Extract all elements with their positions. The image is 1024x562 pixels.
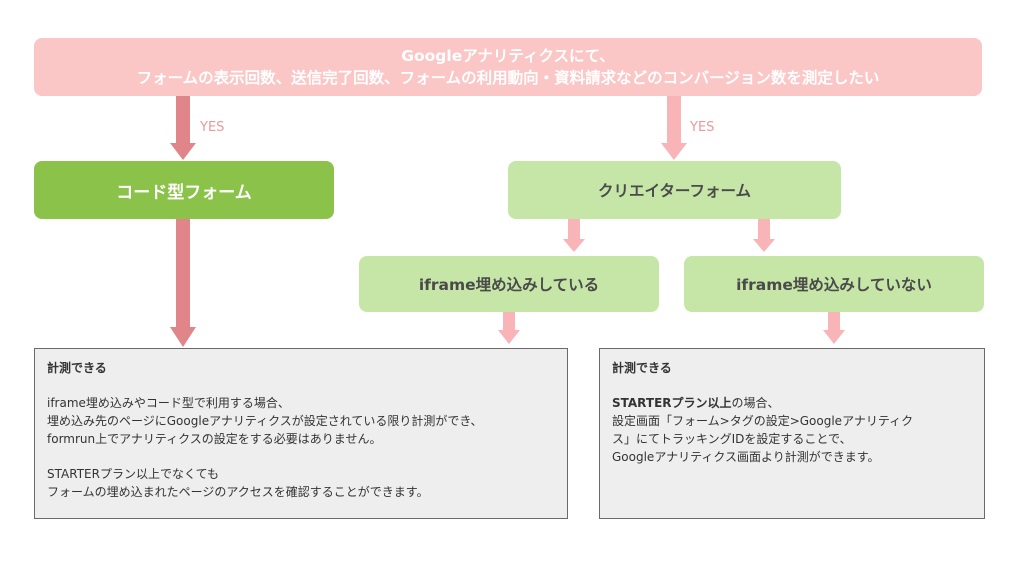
note-left-line-4: STARTERプラン以上でなくても — [47, 467, 219, 481]
arrow-iframe-yes-head — [498, 330, 520, 344]
note-right-line-3: ス」にてトラッキングIDを設定することで、 — [612, 432, 852, 446]
arrow-code-head — [170, 327, 196, 347]
note-right-line-1-rest: の場合、 — [731, 396, 780, 410]
arrow-iframe-yes-shaft — [503, 312, 515, 330]
arrow-creator-right-head — [753, 239, 775, 252]
yes-label-left: YES — [200, 120, 225, 135]
iframe-not-embedded-box: iframe埋め込みしていない — [684, 256, 984, 312]
note-left-line-1: iframe埋め込みやコード型で利用する場合、 — [47, 396, 290, 410]
note-left-line-3: formrun上でアナリティクスの設定をする必要はありません。 — [47, 432, 382, 446]
note-left-line-5: フォームの埋め込まれたページのアクセスを確認することができます。 — [47, 485, 429, 499]
creator-form-box: クリエイターフォーム — [508, 161, 841, 219]
arrow-creator-right-shaft — [758, 219, 770, 239]
note-right-line-1: STARTERプラン以上の場合、 — [612, 394, 972, 412]
measurement-note-right: 計測できる STARTERプラン以上の場合、 設定画面「フォーム>タグの設定>G… — [599, 348, 985, 519]
arrow-yes-right-head — [661, 143, 687, 160]
note-right-line-2: 設定画面「フォーム>タグの設定>Googleアナリティク — [612, 414, 914, 428]
measurement-note-left: 計測できる iframe埋め込みやコード型で利用する場合、 埋め込み先のページに… — [34, 348, 568, 519]
yes-label-right: YES — [690, 120, 715, 135]
question-line-1: Googleアナリティクスにて、 — [401, 47, 615, 65]
arrow-code-shaft — [176, 219, 190, 327]
plan-name: STARTERプラン以上 — [612, 396, 732, 410]
note-left-line-2: 埋め込み先のページにGoogleアナリティクスが設定されている限り計測ができ、 — [47, 414, 483, 428]
iframe-embedded-box: iframe埋め込みしている — [359, 256, 659, 312]
code-form-box: コード型フォーム — [34, 161, 334, 219]
arrow-creator-left-head — [563, 239, 585, 252]
arrow-yes-left-head — [170, 143, 196, 160]
arrow-yes-left-shaft — [176, 96, 190, 143]
note-left-heading: 計測できる — [47, 361, 107, 375]
arrow-creator-left-shaft — [568, 219, 580, 239]
arrow-yes-right-shaft — [667, 96, 681, 143]
question-box: Googleアナリティクスにて、 フォームの表示回数、送信完了回数、フォームの利… — [34, 38, 982, 96]
question-line-2: フォームの表示回数、送信完了回数、フォームの利用動向・資料請求などのコンバージョ… — [136, 69, 880, 87]
arrow-iframe-no-shaft — [828, 312, 840, 330]
note-right-line-4: Googleアナリティクス画面より計測ができます。 — [612, 450, 880, 464]
arrow-iframe-no-head — [823, 330, 845, 344]
note-right-heading: 計測できる — [612, 361, 672, 375]
